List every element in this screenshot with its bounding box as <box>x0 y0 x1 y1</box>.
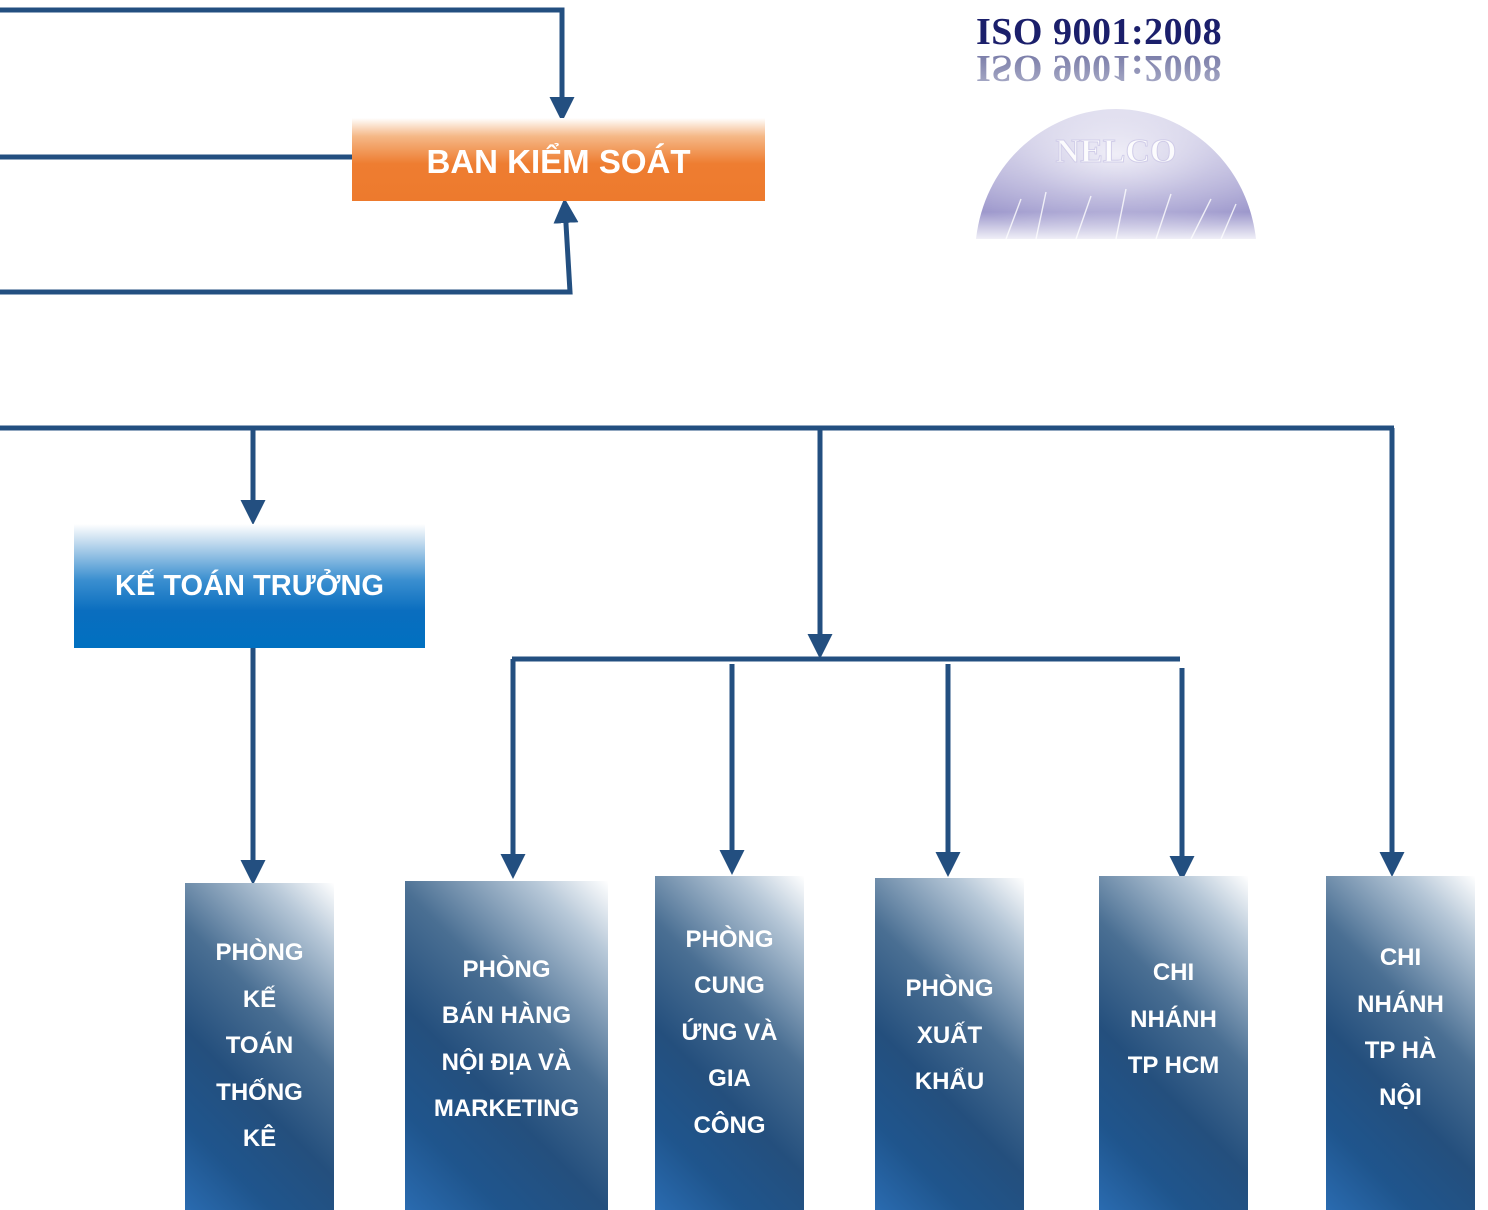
iso-title-reflection: ISO 9001:2008 <box>976 47 1266 89</box>
chief-accountant-box: KẾ TOÁN TRƯỞNG <box>74 524 425 648</box>
dept-accounting-box: PHÒNG KẾ TOÁN THỐNG KÊ <box>185 883 334 1210</box>
chief-accountant-label: KẾ TOÁN TRƯỞNG <box>115 569 384 602</box>
connector-bottom-to-supervisory <box>0 198 579 295</box>
branch-hcm-box: CHI NHÁNH TP HCM <box>1099 876 1248 1210</box>
nelco-logo: NELCO <box>966 104 1266 239</box>
branch-hanoi-box: CHI NHÁNH TP HÀ NỘI <box>1326 876 1475 1210</box>
iso-certification: ISO 9001:2008 ISO 9001:2008 <box>976 11 1266 89</box>
branch-hanoi-label: CHI NHÁNH TP HÀ NỘI <box>1357 944 1444 1111</box>
dept-export-label: PHÒNG XUẤT KHẨU <box>905 975 994 1096</box>
dept-supply-processing-box: PHÒNG CUNG ỨNG VÀ GIA CÔNG <box>655 876 804 1210</box>
dept-sales-marketing-box: PHÒNG BÁN HÀNG NỘI ĐỊA VÀ MARKETING <box>405 881 608 1210</box>
supervisory-board-box: BAN KIỂM SOÁT <box>352 118 765 201</box>
connector-top-to-supervisory <box>0 7 575 122</box>
branch-hcm-label: CHI NHÁNH TP HCM <box>1127 959 1220 1080</box>
dept-supply-processing-label: PHÒNG CUNG ỨNG VÀ GIA CÔNG <box>681 925 778 1139</box>
dept-sales-marketing-label: PHÒNG BÁN HÀNG NỘI ĐỊA VÀ MARKETING <box>433 955 580 1123</box>
logo-text: NELCO <box>1056 133 1177 170</box>
dept-export-box: PHÒNG XUẤT KHẨU <box>875 878 1024 1210</box>
iso-title: ISO 9001:2008 <box>976 11 1223 53</box>
dept-accounting-label: PHÒNG KẾ TOÁN THỐNG KÊ <box>215 939 304 1153</box>
supervisory-board-label: BAN KIỂM SOÁT <box>426 142 691 180</box>
